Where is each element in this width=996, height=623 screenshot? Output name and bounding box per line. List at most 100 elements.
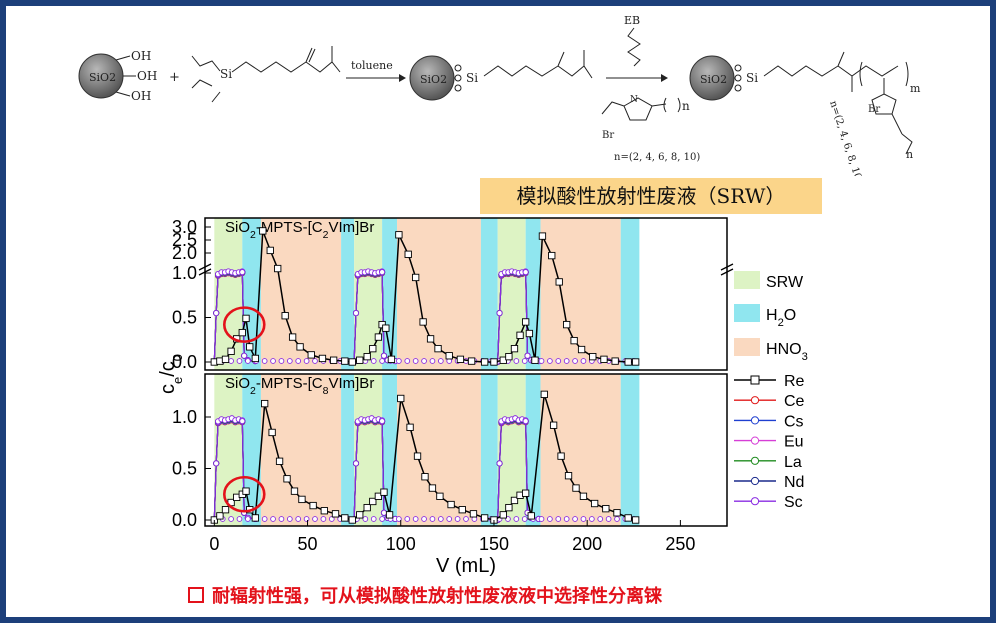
x-tick-label: 250 — [665, 534, 695, 554]
legend-label-sc: Sc — [784, 494, 803, 511]
data-point-re — [510, 345, 519, 353]
data-point-re — [421, 473, 429, 481]
data-point-re — [356, 356, 364, 364]
legend-label-la: La — [784, 454, 802, 471]
data-point-re — [456, 355, 465, 363]
data-point-re — [387, 355, 396, 363]
data-point-re — [374, 492, 383, 500]
data-point-sc — [547, 516, 553, 522]
data-point-sc — [421, 358, 427, 364]
data-point-re — [589, 353, 597, 361]
data-point-sc — [213, 309, 220, 317]
plus-sign: + — [169, 70, 180, 85]
zone-h2o — [525, 374, 541, 526]
srw-banner: 模拟酸性放射性废液（SRW） — [480, 178, 822, 214]
conclusion: 耐辐射性强，可从模拟酸性放射性废液液中选择性分离铼 — [188, 582, 662, 608]
data-point-sc — [555, 516, 562, 522]
si-label: Si — [220, 67, 232, 81]
data-point-sc — [572, 358, 578, 364]
data-point-re — [246, 343, 254, 351]
data-point-sc — [524, 352, 531, 359]
data-point-re — [318, 354, 327, 363]
data-point-sc — [463, 516, 469, 522]
zone-srw — [354, 374, 383, 526]
hydroxyl-label: OH — [131, 89, 151, 103]
zone-hno3 — [540, 374, 621, 526]
legend-label-cs: Cs — [784, 413, 804, 430]
mpts-silane — [191, 46, 341, 103]
data-point-re — [590, 499, 599, 508]
silica-particle: SiO2 OH OH OH — [78, 49, 157, 103]
data-point-re — [227, 347, 235, 355]
data-point-sc — [429, 358, 436, 364]
data-point-sc — [239, 269, 246, 276]
breakthrough-chart: SiO2-MPTS-[C2VIm]Br0.00.51.02.02.53.0SiO… — [157, 217, 808, 576]
zone-hno3 — [540, 218, 621, 370]
n-plus-label: N — [630, 95, 638, 105]
data-point-sc — [580, 516, 587, 522]
zone-srw — [497, 218, 526, 370]
data-point-sc — [555, 358, 562, 364]
data-point-sc — [404, 516, 411, 522]
data-point-sc — [352, 460, 360, 467]
data-point-re — [261, 399, 269, 408]
data-point-sc — [380, 509, 388, 516]
y-tick-label: 0.0 — [172, 510, 197, 530]
data-point-re — [329, 356, 338, 364]
data-point-sc — [245, 358, 251, 364]
data-point-sc — [563, 516, 570, 522]
data-point-re — [221, 355, 230, 363]
data-point-sc — [521, 516, 528, 522]
data-point-re — [341, 357, 349, 365]
data-point-sc — [538, 358, 545, 364]
data-point-re — [266, 246, 274, 255]
zone-h2o — [620, 374, 640, 526]
data-point-re — [395, 231, 403, 239]
data-point-re — [447, 500, 455, 509]
data-point-re — [434, 345, 442, 353]
legend-swatch-h2o — [734, 304, 760, 322]
data-point-re — [341, 514, 349, 522]
data-point-sc — [352, 309, 360, 317]
data-point-re — [548, 251, 556, 260]
data-point-sc — [605, 516, 612, 522]
data-point-re — [274, 264, 282, 273]
data-point-sc — [239, 418, 246, 425]
data-point-re — [445, 352, 453, 360]
data-point-sc — [396, 516, 402, 522]
silica-particle: SiO2 Si — [409, 50, 593, 101]
data-point-sc — [597, 516, 604, 522]
data-point-re — [624, 358, 632, 366]
x-tick-label: 200 — [572, 534, 602, 554]
data-point-re — [363, 353, 371, 361]
radiation-icon — [627, 27, 641, 67]
zone-hno3 — [260, 374, 342, 526]
data-point-sc — [380, 352, 388, 359]
legend-marker-la — [750, 456, 760, 465]
data-point-sc — [270, 516, 276, 522]
data-point-sc — [379, 418, 386, 425]
data-point-sc — [521, 358, 528, 364]
data-point-re — [557, 452, 565, 460]
data-point-re — [309, 501, 317, 510]
zone-srw — [354, 218, 383, 370]
data-point-re — [221, 506, 230, 514]
data-point-sc — [404, 358, 411, 364]
data-point-re — [577, 345, 586, 354]
data-point-sc — [580, 358, 587, 364]
arrowhead — [661, 74, 668, 82]
initiator-label: EB — [624, 14, 640, 27]
data-point-re — [632, 358, 640, 366]
data-point-re — [281, 312, 289, 320]
data-point-sc — [437, 516, 444, 522]
x-tick-label: 100 — [386, 534, 416, 554]
axis-break-mark — [198, 268, 212, 276]
zone-h2o — [480, 374, 498, 526]
slide-frame: SiO2 OH OH OH + Si toluene SiO2 — [6, 6, 990, 617]
reaction-scheme: SiO2 OH OH OH + Si toluene SiO2 — [78, 14, 921, 176]
data-point-re — [406, 423, 414, 431]
data-point-sc — [236, 516, 243, 522]
data-point-sc — [213, 460, 220, 467]
legend-label-eu: Eu — [784, 434, 804, 451]
legend-swatch-srw — [734, 271, 760, 289]
